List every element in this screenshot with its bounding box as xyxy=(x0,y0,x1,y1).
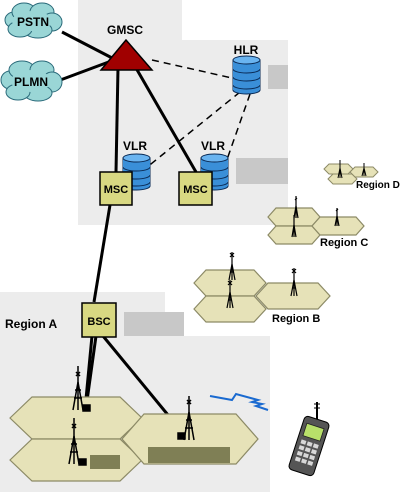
region-b-cells xyxy=(193,269,331,323)
plmn-cloud-icon xyxy=(0,60,63,102)
vlr-block xyxy=(236,158,288,184)
region-c-cell-3 xyxy=(311,216,365,236)
antenna-icon-b1 xyxy=(228,252,236,281)
region-d-cells xyxy=(323,163,379,185)
region-a-cell-1 xyxy=(9,396,143,440)
mobile-phone-icon xyxy=(288,402,330,477)
antenna-icon-c2 xyxy=(291,215,297,238)
signaling-lines xyxy=(145,59,251,169)
hlr-block xyxy=(268,65,288,89)
vlr-label-1: VLR xyxy=(123,139,147,153)
bsc-box xyxy=(81,302,117,338)
bsc-label: BSC xyxy=(87,316,110,328)
region-d-cell-1 xyxy=(323,163,354,175)
radio-link-icon xyxy=(209,392,269,411)
msc-label-2: MSC xyxy=(183,184,208,196)
antenna-icon-a1 xyxy=(72,366,91,412)
antenna-icon-d2 xyxy=(361,163,367,177)
region-b-cell-2 xyxy=(193,295,267,323)
region-a-block-2 xyxy=(148,447,230,463)
hlr-database-icon xyxy=(232,55,261,95)
vlr-label-2: VLR xyxy=(201,139,225,153)
msc-box-1 xyxy=(99,171,133,206)
pstn-cloud-icon xyxy=(4,2,63,39)
antenna-icon-d1 xyxy=(337,160,343,179)
gmsc-triangle-icon xyxy=(99,38,154,71)
region-b-cell-3 xyxy=(255,282,331,310)
msc-label-1: MSC xyxy=(104,184,129,196)
hlr-label: HLR xyxy=(234,43,259,57)
region-a-label: Region A xyxy=(5,317,58,331)
antenna-icon-a2 xyxy=(68,418,87,466)
vlr-database-icon-2 xyxy=(200,153,229,191)
region-d-cell-2 xyxy=(327,173,358,185)
antenna-icon-c3 xyxy=(334,208,340,227)
antenna-icon-c1 xyxy=(293,196,299,219)
antenna-icon-b3 xyxy=(290,268,298,297)
bsc-block xyxy=(124,312,184,336)
plmn-label: PLMN xyxy=(14,75,48,89)
antenna-icon-b2 xyxy=(226,280,234,309)
region-d-label: Region D xyxy=(356,180,400,191)
gmsc-label: GMSC xyxy=(107,23,143,37)
region-b-label: Region B xyxy=(272,313,320,325)
region-c-label: Region C xyxy=(320,237,368,249)
region-a-block-1 xyxy=(90,455,120,469)
region-c-cells xyxy=(267,207,365,245)
antenna-icon-a3 xyxy=(177,396,195,441)
msc-box-2 xyxy=(178,171,213,206)
pstn-label: PSTN xyxy=(17,15,49,29)
